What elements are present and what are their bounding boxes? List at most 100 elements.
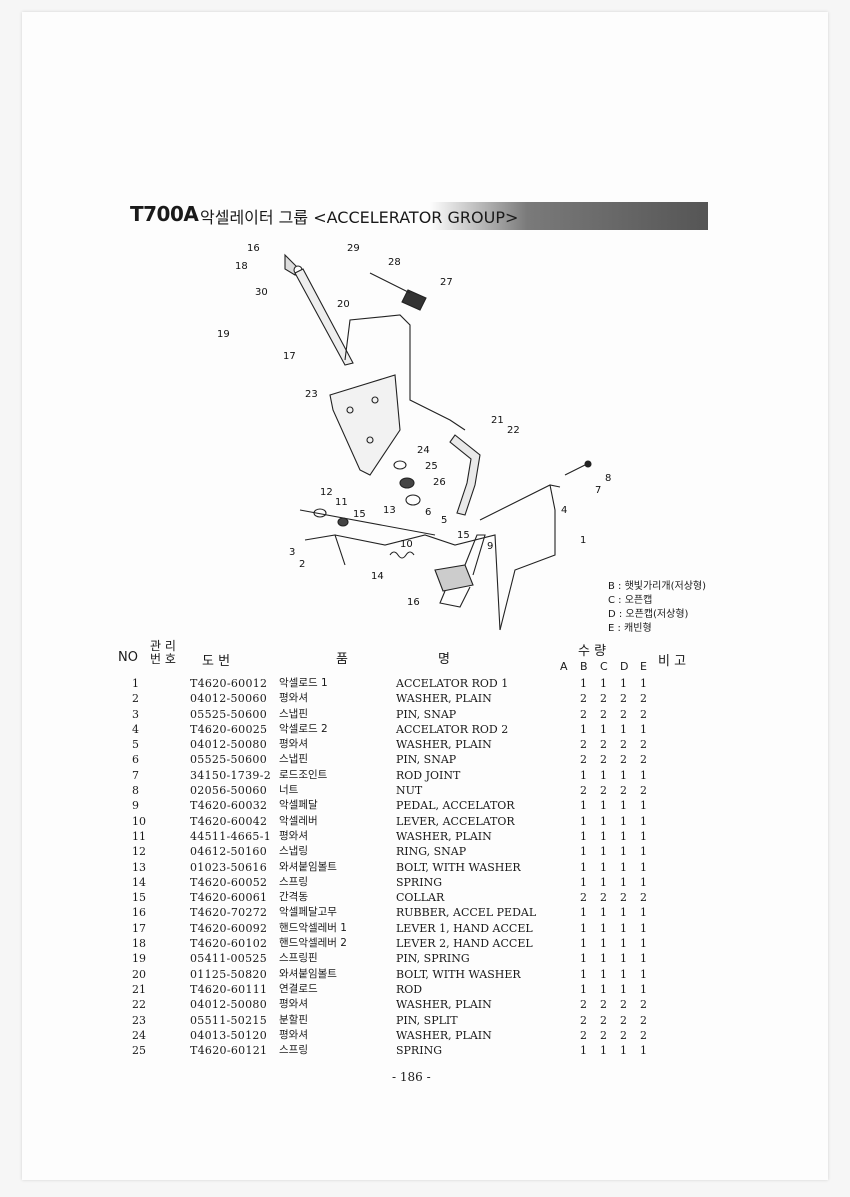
cell-no: 1 bbox=[132, 677, 139, 690]
cell-no: 11 bbox=[132, 829, 146, 843]
cell-d: 1 bbox=[620, 875, 627, 889]
cell-c: 1 bbox=[600, 952, 607, 966]
cell-d: 2 bbox=[620, 891, 627, 905]
cell-eng: LEVER 1, HAND ACCEL bbox=[396, 921, 533, 935]
cell-kor: 스프링 bbox=[279, 875, 308, 888]
cell-c: 1 bbox=[600, 967, 607, 981]
cell-no: 3 bbox=[132, 707, 139, 721]
cell-kor: 악셀페달고무 bbox=[279, 906, 337, 919]
cell-b: 2 bbox=[580, 998, 587, 1012]
cell-b: 1 bbox=[580, 768, 587, 782]
cell-d: 2 bbox=[620, 998, 627, 1012]
cell-e: 2 bbox=[640, 891, 647, 905]
cell-no: 17 bbox=[132, 921, 146, 935]
callout-27: 26 bbox=[433, 477, 446, 488]
cell-no: 9 bbox=[132, 799, 139, 813]
cell-b: 1 bbox=[580, 982, 587, 996]
cell-eng: PIN, SPRING bbox=[396, 952, 470, 966]
cell-e: 2 bbox=[640, 998, 647, 1012]
header-variant-e: E bbox=[640, 660, 647, 673]
cell-part: 04013-50120 bbox=[190, 1028, 268, 1042]
cell-part: 05525-50600 bbox=[190, 707, 268, 721]
callout-4: 4 bbox=[561, 505, 567, 516]
cell-kor: 핸드악셀레버 2 bbox=[279, 937, 347, 950]
cell-d: 2 bbox=[620, 753, 627, 767]
cell-b: 1 bbox=[580, 906, 587, 920]
callout-22: 21 bbox=[491, 415, 504, 426]
callout-23: 22 bbox=[507, 425, 520, 436]
cell-e: 1 bbox=[640, 860, 647, 874]
cell-e: 2 bbox=[640, 707, 647, 721]
cell-part: T4620-60025 bbox=[190, 722, 268, 736]
callout-8: 8 bbox=[605, 473, 611, 484]
cell-b: 2 bbox=[580, 1028, 587, 1042]
cell-d: 1 bbox=[620, 1044, 627, 1058]
cell-b: 1 bbox=[580, 1044, 587, 1058]
cell-eng: ROD JOINT bbox=[396, 768, 461, 782]
cell-kor: 스냅링 bbox=[279, 845, 308, 858]
cell-kor: 악셀페달 bbox=[279, 799, 318, 812]
callout-17: 16 bbox=[247, 243, 260, 254]
cell-eng: NUT bbox=[396, 784, 423, 798]
callout-12: 12 bbox=[320, 487, 333, 498]
cell-c: 1 bbox=[600, 722, 607, 736]
cell-c: 2 bbox=[600, 1028, 607, 1042]
cell-c: 1 bbox=[600, 982, 607, 996]
cell-e: 1 bbox=[640, 722, 647, 736]
cell-b: 2 bbox=[580, 707, 587, 721]
cell-b: 1 bbox=[580, 967, 587, 981]
cell-eng: PIN, SNAP bbox=[396, 753, 457, 767]
cell-d: 2 bbox=[620, 692, 627, 706]
cell-no: 13 bbox=[132, 860, 146, 874]
header-variant-a: A bbox=[560, 660, 568, 673]
cell-d: 2 bbox=[620, 784, 627, 798]
cell-c: 2 bbox=[600, 738, 607, 752]
cell-c: 2 bbox=[600, 998, 607, 1012]
section-header: T700A 악셀레이터 그룹 <ACCELERATOR GROUP> bbox=[130, 200, 708, 232]
cell-part: T4620-60092 bbox=[190, 921, 268, 935]
cell-b: 1 bbox=[580, 921, 587, 935]
cell-d: 2 bbox=[620, 738, 627, 752]
cell-d: 2 bbox=[620, 707, 627, 721]
cell-d: 1 bbox=[620, 937, 627, 951]
cell-d: 1 bbox=[620, 860, 627, 874]
cell-eng: SPRING bbox=[396, 875, 442, 889]
cell-kor: 스프링핀 bbox=[279, 952, 318, 965]
header-remarks: 비 고 bbox=[658, 654, 687, 669]
cell-no: 14 bbox=[132, 875, 146, 889]
cell-no: 23 bbox=[132, 1013, 146, 1027]
header-drawing: 도 번 bbox=[202, 654, 231, 669]
cell-eng: COLLAR bbox=[396, 891, 445, 905]
cell-d: 1 bbox=[620, 722, 627, 736]
cell-kor: 와셔붙임볼트 bbox=[279, 967, 337, 980]
callout-5: 5 bbox=[441, 515, 447, 526]
legend-item-b: B : 햇빛가리개(저상형) bbox=[608, 581, 706, 592]
cell-part: 02056-50060 bbox=[190, 784, 268, 798]
callout-18: 17 bbox=[283, 351, 296, 362]
cell-c: 2 bbox=[600, 692, 607, 706]
cell-no: 25 bbox=[132, 1044, 146, 1058]
cell-c: 1 bbox=[600, 860, 607, 874]
cell-b: 1 bbox=[580, 814, 587, 828]
cell-e: 2 bbox=[640, 1013, 647, 1027]
header-no: NO bbox=[118, 650, 138, 665]
cell-e: 2 bbox=[640, 738, 647, 752]
cell-b: 2 bbox=[580, 753, 587, 767]
cell-part: 05525-50600 bbox=[190, 753, 268, 767]
parts-table-header: NO 관 리 번 호 도 번 품 명 수 량 A B C D E 비 고 bbox=[118, 640, 718, 676]
cell-part: T4620-60121 bbox=[190, 1044, 268, 1058]
cell-kor: 간격동 bbox=[279, 891, 308, 904]
cell-e: 1 bbox=[640, 906, 647, 920]
callout-1: 1 bbox=[580, 535, 586, 546]
cell-no: 2 bbox=[132, 692, 139, 706]
cell-c: 1 bbox=[600, 677, 607, 690]
